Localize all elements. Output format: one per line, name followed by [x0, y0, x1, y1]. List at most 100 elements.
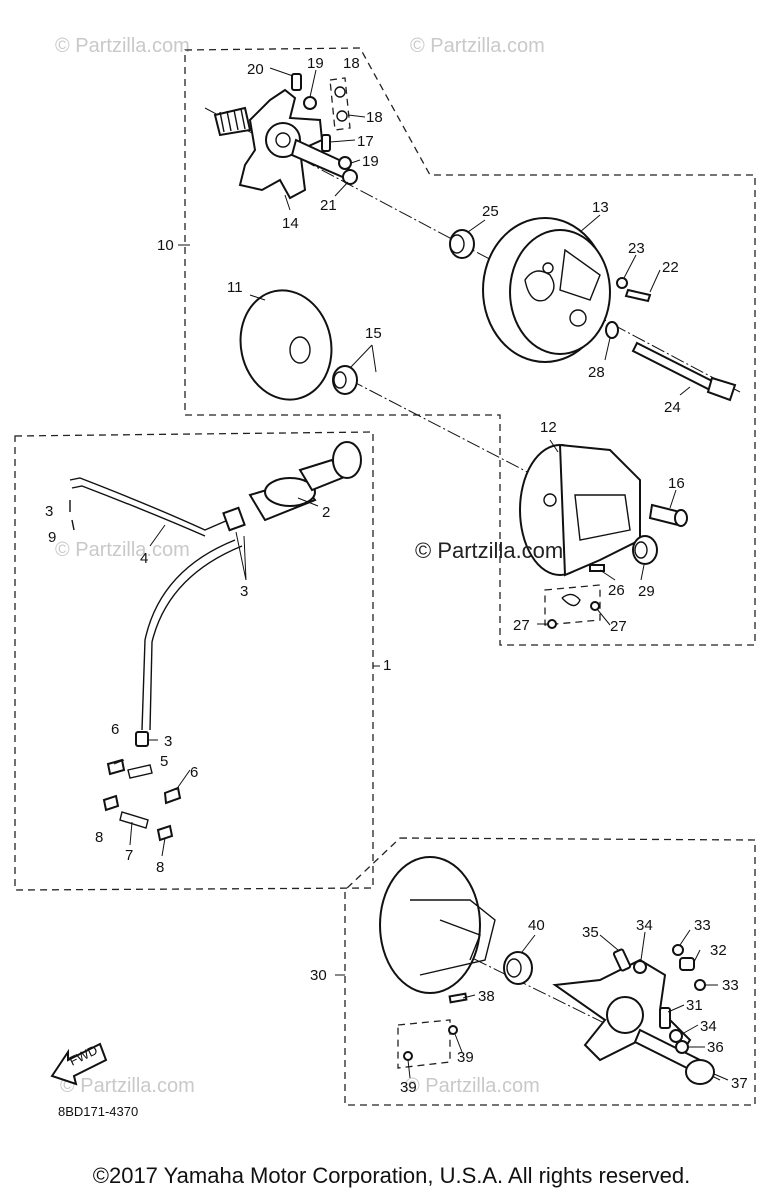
- callout-34-upper: 34: [636, 917, 653, 934]
- callout-19-lower: 19: [362, 153, 379, 170]
- washer-39-left: [403, 1051, 413, 1061]
- diagram-code: 8BD171-4370: [58, 1104, 138, 1119]
- callout-8-left: 8: [95, 829, 103, 846]
- lower-axis: [394, 919, 721, 1081]
- cable-end-3: [135, 731, 149, 747]
- callout-29: 29: [638, 583, 655, 600]
- nut-19-lower: [338, 156, 352, 170]
- callout-35: 35: [582, 924, 599, 941]
- pin-31: [659, 1007, 671, 1029]
- clip-5: [127, 764, 153, 779]
- callout-2: 2: [322, 504, 330, 521]
- callout-11: 11: [227, 279, 243, 296]
- callout-6-left: 6: [111, 721, 119, 738]
- callout-40: 40: [528, 917, 545, 934]
- clip-hardware: [102, 758, 182, 842]
- callout-9: 9: [48, 529, 56, 546]
- callout-27-right: 27: [610, 618, 627, 635]
- callout-18-upper: 18: [343, 55, 360, 72]
- washer-23: [616, 277, 628, 289]
- callout-labels: 20 19 18 18 17 19 21 14 10 25 13 23 22 1…: [45, 55, 748, 1096]
- callout-3-bottom: 3: [164, 733, 172, 750]
- clip-6-left: [106, 758, 126, 776]
- callout-19-upper: 19: [307, 55, 324, 72]
- slider-33-lower: [694, 979, 706, 991]
- callout-34-lower: 34: [700, 1018, 717, 1035]
- callout-39-right: 39: [457, 1049, 474, 1066]
- pin-26: [589, 564, 605, 572]
- callout-15: 15: [365, 325, 382, 342]
- leader-lines: [113, 67, 729, 1081]
- callout-7: 7: [125, 847, 133, 864]
- callout-31: 31: [686, 997, 703, 1014]
- callout-20: 20: [247, 61, 264, 78]
- cap-37: [685, 1059, 715, 1085]
- clip-8-left: [102, 794, 120, 812]
- bolt-20: [291, 73, 302, 91]
- nut-34-lower: [669, 1029, 683, 1043]
- callout-6-right: 6: [190, 764, 198, 781]
- pin-17: [321, 134, 331, 152]
- bolt-22: [624, 288, 652, 303]
- callout-12: 12: [540, 419, 557, 436]
- spacer-part-15: [332, 365, 358, 395]
- callout-17: 17: [357, 133, 374, 150]
- callout-13: 13: [592, 199, 609, 216]
- cable-ends: [69, 500, 149, 747]
- callout-39-left: 39: [400, 1079, 417, 1096]
- callout-33-lower: 33: [722, 977, 739, 994]
- callout-28: 28: [588, 364, 605, 381]
- callout-3-top: 3: [45, 503, 53, 520]
- bolt-24: [631, 341, 722, 395]
- clip-7: [119, 811, 149, 829]
- callout-38: 38: [478, 988, 495, 1005]
- housing-hardware: [544, 503, 688, 629]
- washer-27-right: [590, 601, 600, 611]
- callout-8-right: 8: [156, 859, 164, 876]
- lower-hardware: [397, 944, 715, 1085]
- cable-knob-part-2: [222, 441, 362, 532]
- callout-30: 30: [310, 967, 327, 984]
- cover-hardware: [605, 277, 737, 402]
- cable-part-4: [69, 477, 243, 731]
- cable-clip-9: [69, 500, 75, 531]
- callout-18-lower: 18: [366, 109, 383, 126]
- slider-group-18: [329, 77, 351, 131]
- fwd-arrow-icon: FWD: [50, 1042, 108, 1086]
- callout-37: 37: [731, 1075, 748, 1092]
- spider-part-31: [552, 958, 702, 1074]
- sheave-part-11: [239, 289, 333, 401]
- callout-1: 1: [383, 657, 391, 674]
- washer-27-left: [547, 619, 557, 629]
- clip-6-right: [163, 786, 182, 805]
- copyright-notice: ©2017 Yamaha Motor Corporation, U.S.A. A…: [92, 1163, 691, 1188]
- pin-38: [448, 992, 468, 1004]
- center-watermark: © Partzilla.com: [415, 538, 563, 563]
- bearing-29: [632, 535, 658, 565]
- callout-26: 26: [608, 582, 625, 599]
- nut-19-upper: [303, 96, 317, 110]
- bolt-35: [612, 948, 632, 972]
- bushing-part-25: [449, 229, 475, 259]
- watermark-top-center: © Partzilla.com: [410, 35, 545, 57]
- watermark-top-left: © Partzilla.com: [55, 35, 190, 57]
- nut-34-upper: [633, 960, 647, 974]
- callout-36: 36: [707, 1039, 724, 1056]
- callout-10: 10: [157, 237, 174, 254]
- callout-27-left: 27: [513, 617, 530, 634]
- callout-21: 21: [320, 197, 337, 214]
- callout-23: 23: [628, 240, 645, 257]
- watermark-bottom-left: © Partzilla.com: [60, 1075, 195, 1097]
- washer-36: [675, 1040, 689, 1054]
- washer-28: [605, 321, 619, 339]
- callout-22: 22: [662, 259, 679, 276]
- slider-33-upper: [672, 944, 684, 956]
- callout-4: 4: [140, 550, 148, 567]
- washer-39-right: [448, 1025, 458, 1035]
- callout-14: 14: [282, 215, 299, 232]
- callout-16: 16: [668, 475, 685, 492]
- callout-33-upper: 33: [694, 917, 711, 934]
- callout-24: 24: [664, 399, 681, 416]
- callout-32: 32: [710, 942, 727, 959]
